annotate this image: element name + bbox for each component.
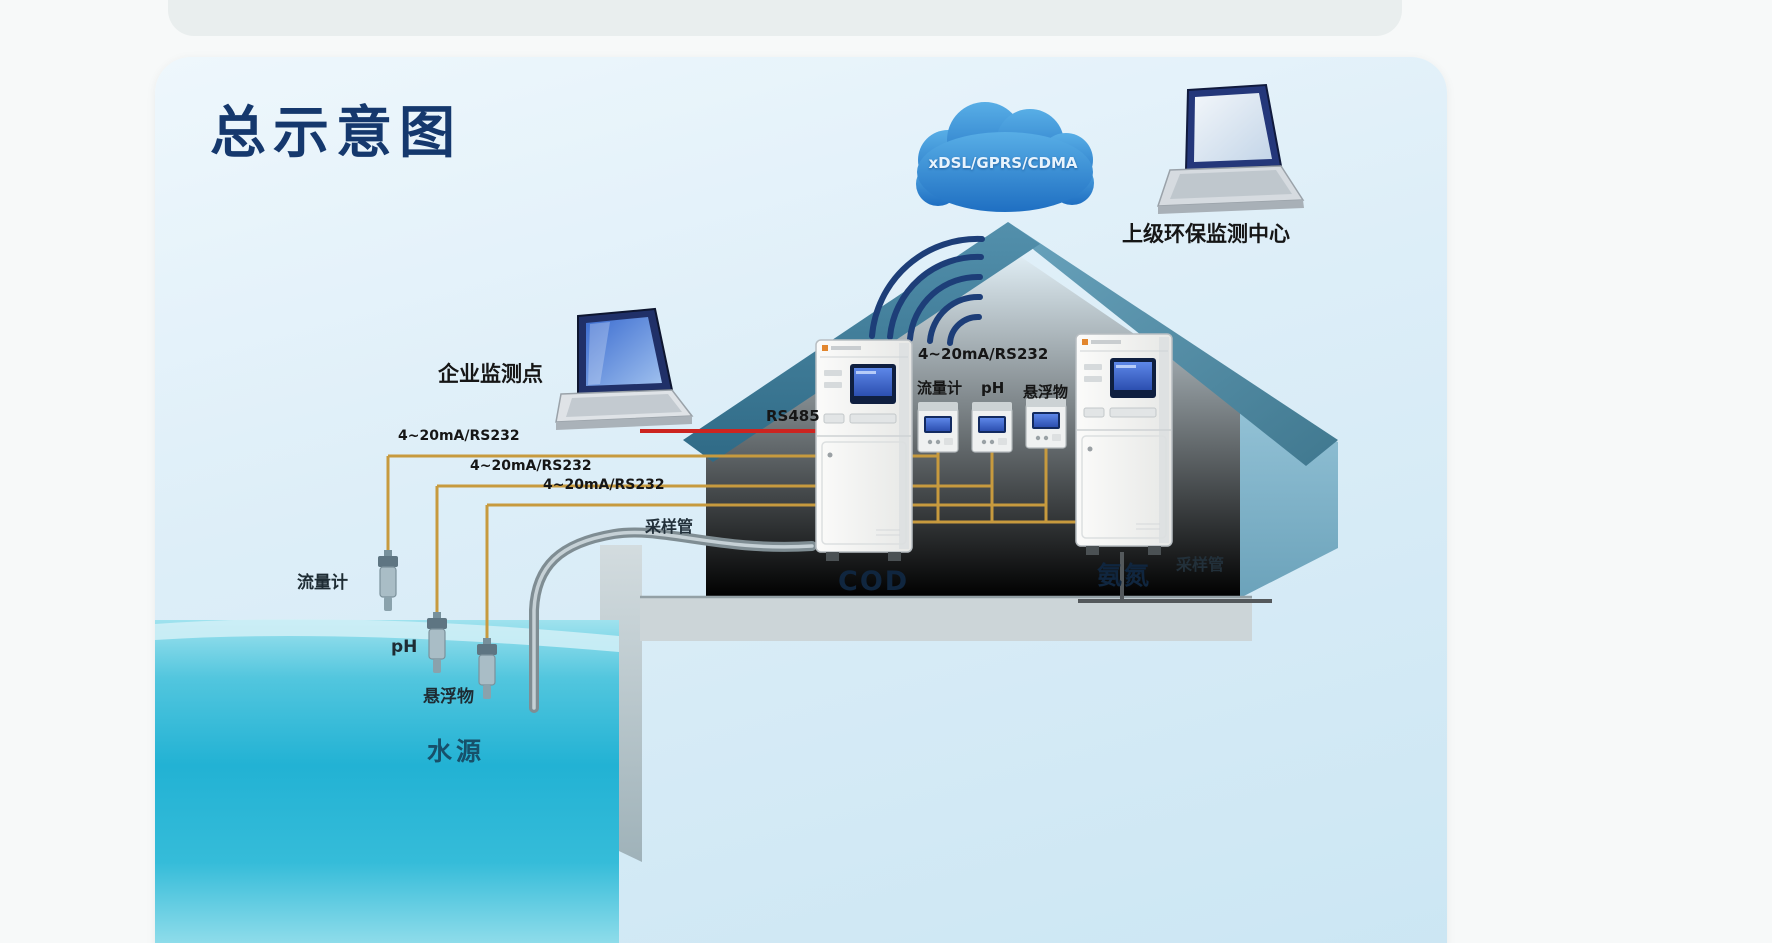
wire-label-2: 4~20mA/RS232	[470, 458, 592, 474]
ph-sensor-label: pH	[391, 637, 418, 657]
sampling-pipe-right	[1078, 552, 1272, 603]
monitoring-center-laptop-icon	[1156, 83, 1305, 214]
enterprise-laptop-icon	[555, 307, 694, 430]
network-cloud-icon	[916, 102, 1094, 212]
page-title: 总示意图	[210, 101, 462, 166]
enterprise-point-label: 企业监测点	[438, 362, 543, 386]
cod-analyzer-label: COD	[838, 566, 910, 597]
rs485-label: RS485	[766, 407, 820, 425]
ph-transmitter-label: pH	[981, 379, 1005, 397]
suspended-transmitter-label: 悬浮物	[1023, 383, 1069, 401]
wifi-signal-icon	[869, 235, 985, 346]
cod-analyzer-cabinet	[815, 339, 913, 561]
cloud-network-label: xDSL/GPRS/CDMA	[928, 154, 1078, 172]
water-body	[155, 619, 619, 943]
ph-sensor	[427, 612, 447, 673]
ph-transmitter	[971, 402, 1013, 453]
flow-sensor	[378, 550, 398, 611]
flow-sensor-label: 流量计	[297, 573, 348, 593]
suspended-sensor-label: 悬浮物	[423, 687, 474, 707]
ground-platform	[600, 545, 1252, 862]
suspended-solids-transmitter	[1025, 398, 1067, 449]
signal-bus-label: 4~20mA/RS232	[918, 345, 1049, 363]
ammonia-analyzer-label: 氨氮	[1097, 561, 1152, 590]
monitoring-center-label: 上级环保监测中心	[1122, 222, 1290, 246]
sampling-pipe-left	[529, 527, 817, 713]
sampling-pipe-left-label: 采样管	[645, 517, 694, 536]
wire-label-3: 4~20mA/RS232	[543, 477, 665, 493]
signal-wires	[386, 448, 1076, 640]
flow-transmitter-label: 流量计	[917, 379, 963, 397]
wire-label-1: 4~20mA/RS232	[398, 428, 520, 444]
sampling-pipe-right-label: 采样管	[1176, 555, 1225, 574]
ammonia-analyzer-cabinet	[1075, 333, 1173, 555]
flow-transmitter	[917, 402, 959, 453]
top-card-edge	[168, 0, 1402, 36]
water-source-label: 水源	[427, 737, 486, 766]
suspended-solids-sensor	[477, 638, 497, 699]
